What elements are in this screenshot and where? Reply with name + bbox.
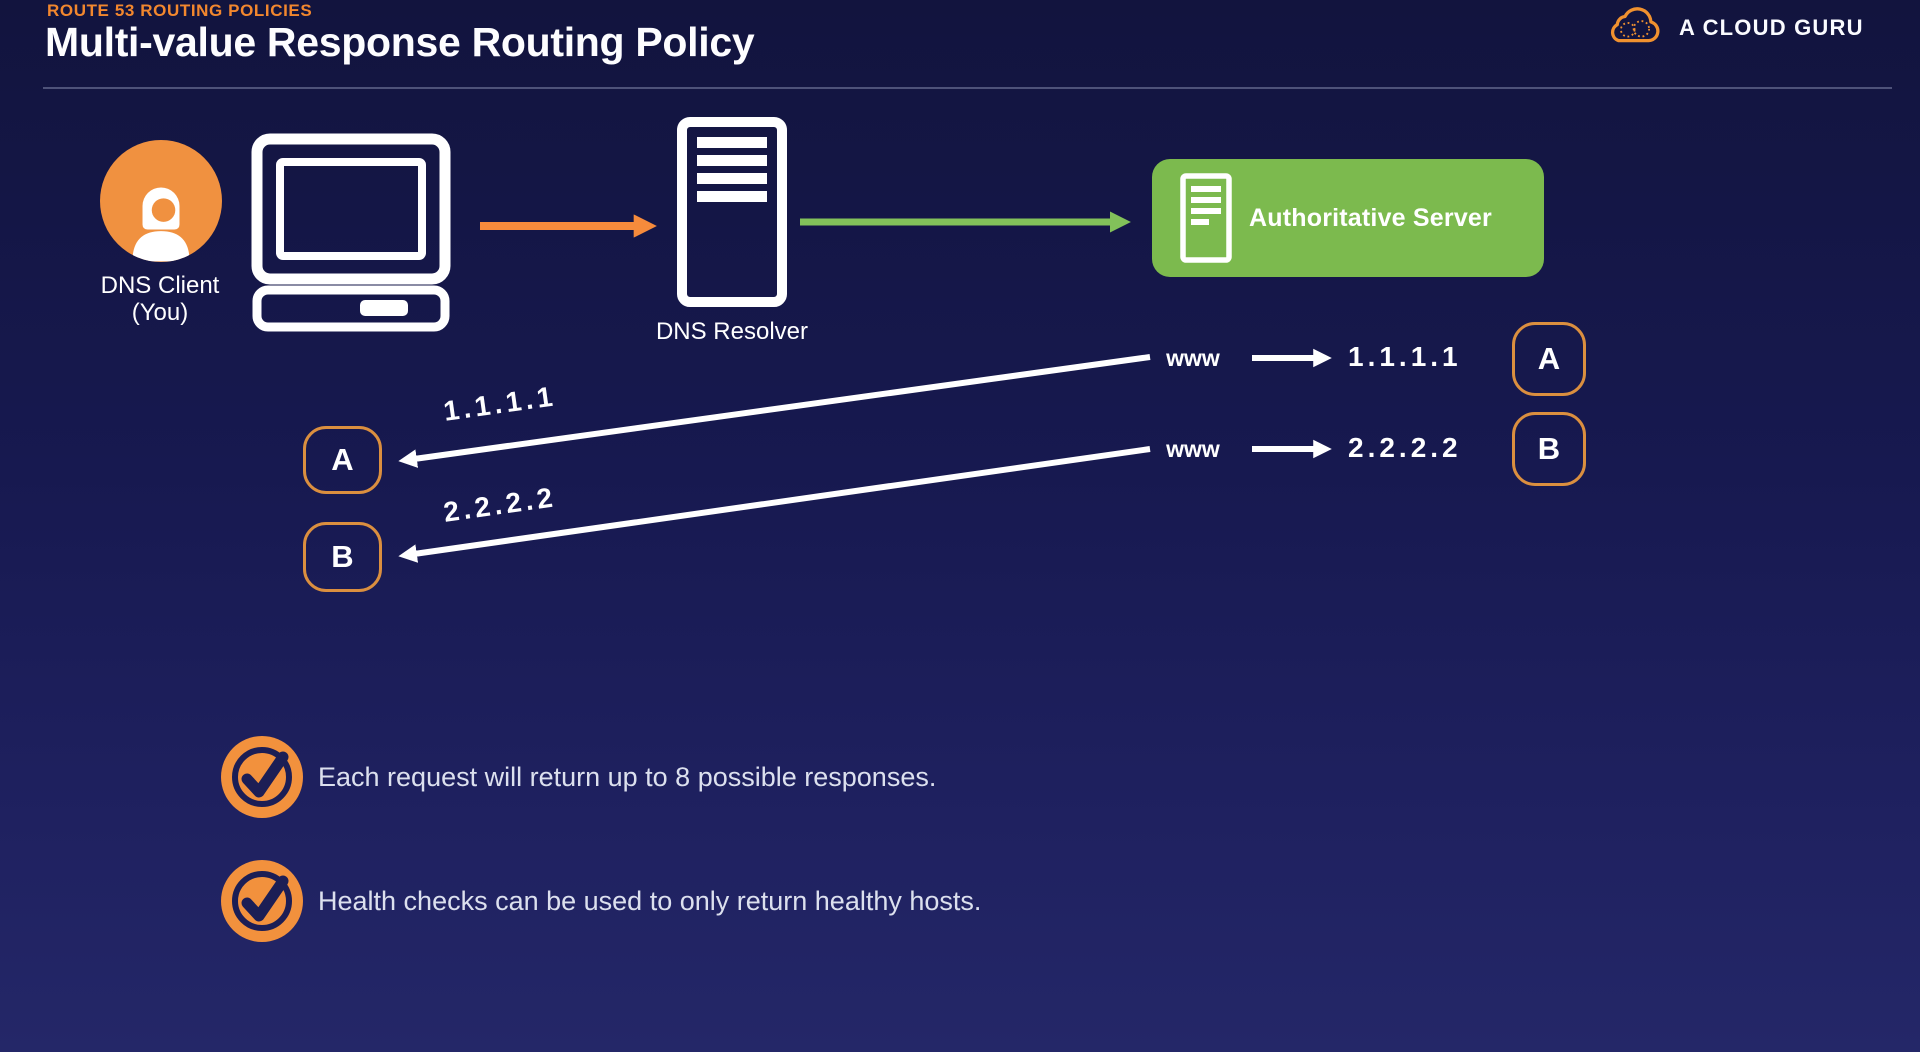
response2-ip-label: 2.2.2.2: [441, 481, 559, 528]
record2-type-badge: B: [1512, 412, 1586, 486]
record1-type-badge: A: [1512, 322, 1586, 396]
bullet-item-2: Health checks can be used to only return…: [220, 859, 981, 943]
dns-client-label-line1: DNS Client: [100, 272, 220, 299]
bullet-text-1: Each request will return up to 8 possibl…: [318, 761, 937, 792]
dns-client-label-line2: (You): [131, 299, 189, 326]
authoritative-server-box: Authoritative Server: [1152, 159, 1544, 277]
checkmark-icon: [221, 736, 303, 818]
record1-host: www: [1166, 345, 1220, 371]
cloud-logo-icon: [1610, 7, 1660, 43]
response1-type-badge: A: [303, 426, 382, 494]
server-icon: [1180, 173, 1232, 263]
eyebrow-label: ROUTE 53 ROUTING POLICIES: [47, 1, 313, 20]
dns-resolver-label: DNS Resolver: [655, 318, 809, 345]
bullet-text-2: Health checks can be used to only return…: [318, 885, 982, 916]
record2-ip: 2.2.2.2: [1348, 432, 1462, 463]
page-title: Multi-value Response Routing Policy: [45, 19, 755, 65]
response2-type-badge: B: [303, 522, 382, 592]
response1-ip-label: 1.1.1.1: [441, 380, 559, 427]
header-divider: [43, 87, 1892, 89]
checkmark-icon: [221, 860, 303, 942]
dns-client-avatar: [100, 140, 222, 262]
computer-icon: [251, 133, 451, 332]
authoritative-server-label: Authoritative Server: [1249, 203, 1492, 232]
dns-client-label: DNS Client (You): [50, 272, 270, 326]
dns-resolver-icon: [677, 117, 787, 307]
record2-host: www: [1166, 436, 1220, 462]
record1-ip: 1.1.1.1: [1348, 341, 1462, 372]
bullet-item-1: Each request will return up to 8 possibl…: [220, 735, 936, 819]
person-icon: [132, 187, 190, 262]
brand-name: A CLOUD GURU: [1679, 15, 1864, 40]
